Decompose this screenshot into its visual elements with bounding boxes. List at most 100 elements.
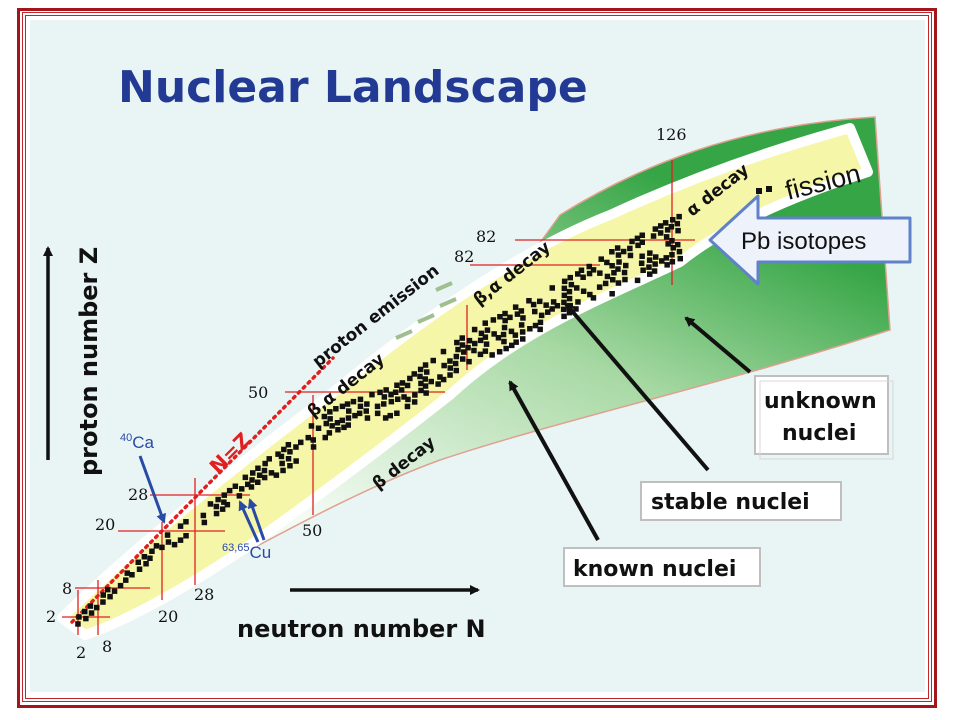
stable-nucleus-square xyxy=(135,559,141,565)
stable-nucleus-square xyxy=(573,306,579,312)
stable-nucleus-square xyxy=(580,274,586,280)
stable-nucleus-square xyxy=(381,401,387,407)
stable-nucleus-square xyxy=(411,399,418,405)
stable-nucleus-square xyxy=(401,394,407,400)
stable-nucleus-square xyxy=(177,523,184,529)
page-title: Nuclear Landscape xyxy=(118,62,588,113)
stable-nucleus-square xyxy=(352,412,358,419)
stable-nucleus-square xyxy=(447,372,453,378)
stable-nucleus-square xyxy=(471,326,478,333)
stable-nucleus-square xyxy=(650,233,657,239)
stable-nucleus-square xyxy=(549,306,555,312)
stable-nucleus-square xyxy=(609,263,615,269)
stable-nucleus-square xyxy=(111,588,118,594)
stable-nucleus-square xyxy=(472,340,478,347)
stable-nucleus-square xyxy=(614,245,621,251)
stable-nucleus-square xyxy=(586,270,593,277)
stable-nucleus-square xyxy=(670,217,676,223)
stable-nucleus-square xyxy=(159,544,165,551)
stable-nucleus-square xyxy=(200,512,207,519)
stable-nucleus-square xyxy=(183,533,189,539)
stable-nucleus-square xyxy=(537,319,544,326)
stable-nucleus-square xyxy=(183,519,189,525)
z-magic-28: 28 xyxy=(128,485,148,504)
stable-nucleus-square xyxy=(639,232,645,238)
stable-nucleus-square xyxy=(545,309,551,315)
stable-nucleus-square xyxy=(412,392,418,398)
stable-nucleus-square xyxy=(123,577,129,583)
stable-nucleus-square xyxy=(124,570,130,576)
stable-nucleus-square xyxy=(374,410,381,417)
stable-nucleus-square xyxy=(502,310,508,317)
stable-nucleus-square xyxy=(395,396,401,402)
stable-nucleus-square xyxy=(333,406,339,412)
stable-nucleus-square xyxy=(323,420,329,427)
stable-nucleus-square xyxy=(87,603,94,609)
stable-nucleus-square xyxy=(350,398,357,405)
stable-nucleus-square xyxy=(262,460,268,467)
stable-nucleus-square xyxy=(344,401,351,407)
stable-nucleus-square xyxy=(287,463,293,469)
stable-nucleus-square xyxy=(345,415,352,421)
stable-nucleus-square xyxy=(327,409,333,415)
stable-nucleus-square xyxy=(171,541,178,548)
stable-nucleus-square xyxy=(94,604,100,611)
stable-nucleus-square xyxy=(669,238,675,244)
stable-nucleus-square xyxy=(107,593,113,600)
stable-nucleus-square xyxy=(561,285,568,292)
stable-nucleus-square xyxy=(483,341,490,347)
stable-nuclei-band xyxy=(75,213,683,627)
stable-nucleus-square xyxy=(321,413,328,420)
n-equals-z-line xyxy=(70,356,335,624)
stable-nucleus-square xyxy=(293,444,299,450)
stable-nucleus-square xyxy=(105,586,111,593)
stable-nucleus-square xyxy=(164,532,171,538)
stable-nucleus-square xyxy=(256,472,263,478)
ca-pointer-arrow xyxy=(138,455,166,524)
stable-nucleus-square xyxy=(440,348,447,355)
stable-nucleus-square xyxy=(639,239,645,245)
stable-nucleus-square xyxy=(305,434,311,441)
stable-nucleus-square xyxy=(596,284,603,290)
stable-nucleus-square xyxy=(674,220,681,227)
stable-nucleus-square xyxy=(213,510,220,517)
stable-nucleus-square xyxy=(532,322,539,329)
stable-nucleus-square xyxy=(268,470,275,476)
stable-nucleus-square xyxy=(356,410,363,417)
stable-nucleus-square xyxy=(518,322,525,328)
stable-nucleus-square xyxy=(640,267,646,273)
unknown-nuclei-line1: unknown xyxy=(764,389,877,414)
stable-nucleus-square xyxy=(339,417,345,424)
stable-nucleus-square xyxy=(437,374,443,380)
stable-nucleus-square xyxy=(418,380,424,387)
stable-nucleus-square xyxy=(616,259,622,265)
stable-nucleus-square xyxy=(527,326,533,332)
stable-nucleus-square xyxy=(602,280,609,287)
stable-nucleus-square xyxy=(530,301,537,308)
stable-nucleus-square xyxy=(459,342,466,348)
stable-nucleus-square xyxy=(466,358,472,365)
stable-nucleus-square xyxy=(567,274,573,281)
stable-nucleus-square xyxy=(334,420,341,426)
stable-nucleus-square xyxy=(578,267,585,273)
stable-nucleus-square xyxy=(668,224,675,230)
stable-nucleus-square xyxy=(357,396,364,403)
stable-nucleus-square xyxy=(453,353,460,360)
stable-nucleus-square xyxy=(261,467,268,474)
stable-nucleus-square xyxy=(609,291,615,297)
stable-nucleus-square xyxy=(460,356,466,362)
stable-nucleus-square xyxy=(201,519,208,526)
stable-nucleus-square xyxy=(482,348,489,354)
stable-nucleus-square xyxy=(310,437,316,443)
stable-nucleus-square xyxy=(489,352,495,358)
stable-nucleus-square xyxy=(526,298,532,304)
stable-nucleus-square xyxy=(538,312,545,319)
stable-nucleus-square xyxy=(363,408,369,414)
stable-nucleus-square xyxy=(326,430,333,436)
stable-nucleus-square xyxy=(598,256,604,262)
stable-nucleus-square xyxy=(405,396,411,403)
stable-nucleus-square xyxy=(279,460,285,467)
stable-nucleus-square xyxy=(345,422,351,428)
stable-nucleus-square xyxy=(117,582,124,589)
stable-nucleus-square xyxy=(255,465,261,471)
